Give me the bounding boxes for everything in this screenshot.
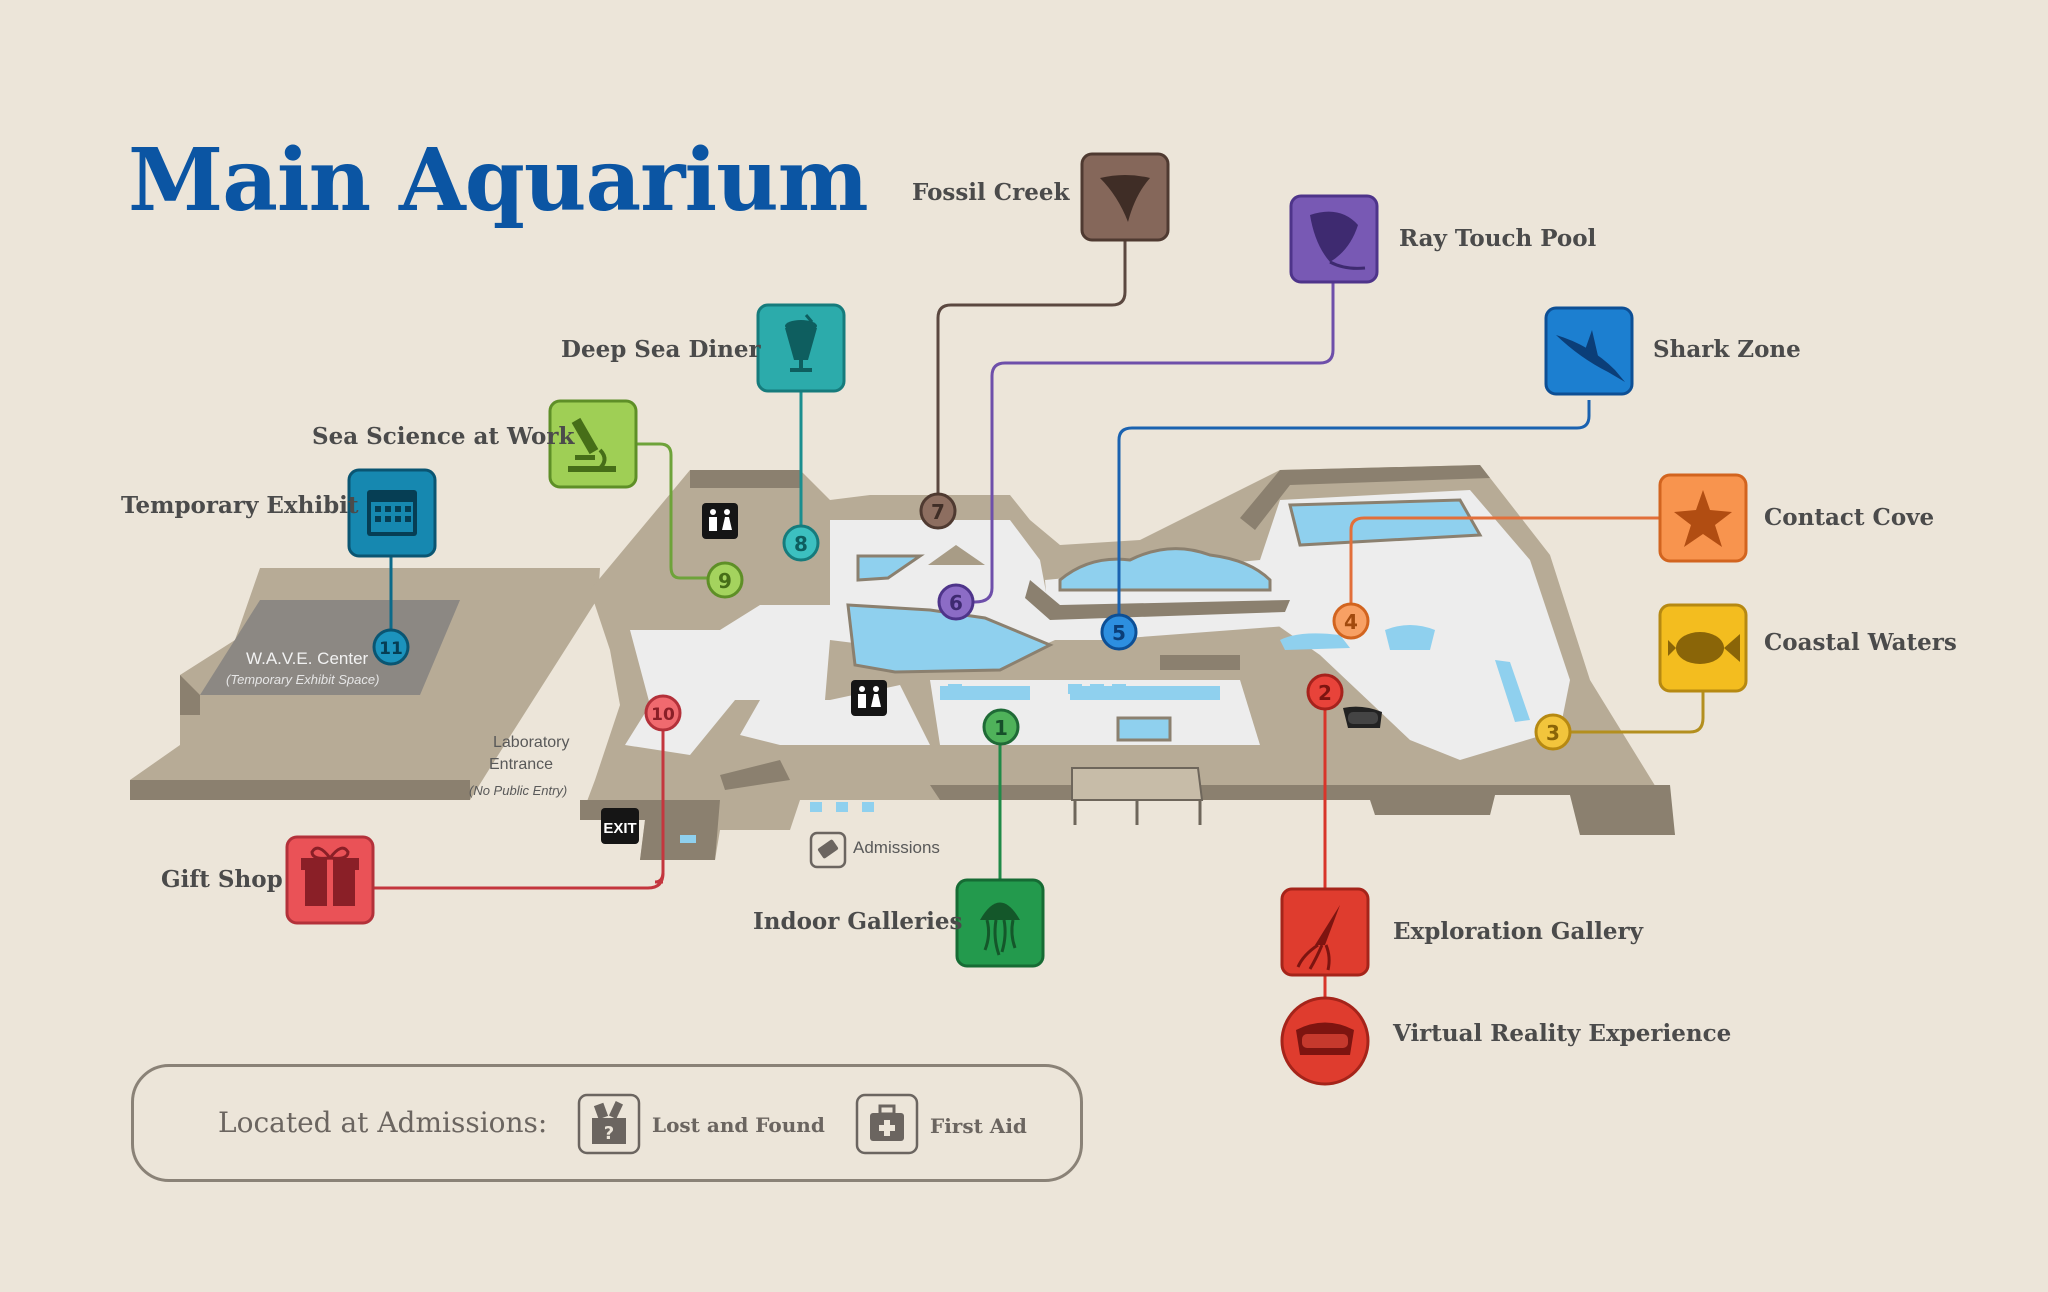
vr-headset-icon[interactable] (1280, 996, 1370, 1086)
exhibit-label-coastal-waters[interactable]: Coastal Waters (1764, 629, 1957, 656)
marker-7[interactable]: 7 (919, 492, 957, 530)
ray-icon[interactable] (1289, 194, 1379, 284)
exhibit-label-sea-science[interactable]: Sea Science at Work (312, 423, 575, 450)
legend-title: Located at Admissions: (218, 1106, 548, 1139)
starfish-icon[interactable] (1658, 473, 1748, 563)
marker-number: 6 (949, 591, 963, 615)
wave-center-sublabel: (Temporary Exhibit Space) (226, 672, 380, 687)
marker-3[interactable]: 3 (1534, 713, 1572, 751)
marker-6[interactable]: 6 (937, 583, 975, 621)
marker-number: 1 (994, 716, 1008, 740)
admissions-label[interactable]: Admissions (853, 838, 940, 857)
exhibit-label-gift-shop[interactable]: Gift Shop (161, 866, 283, 893)
marker-number: 4 (1344, 610, 1358, 634)
gift-icon[interactable] (285, 835, 375, 925)
marker-number: 7 (931, 500, 945, 524)
squid-icon[interactable] (1280, 887, 1370, 977)
marker-number: 8 (794, 532, 808, 556)
marker-5[interactable]: 5 (1100, 613, 1138, 651)
legend-box (131, 1064, 1083, 1182)
marker-number: 2 (1318, 681, 1332, 705)
lost-and-found-label: Lost and Found (652, 1113, 825, 1137)
exhibit-label-contact-cove[interactable]: Contact Cove (1764, 504, 1935, 531)
marker-number: 3 (1546, 721, 1560, 745)
jellyfish-icon[interactable] (955, 878, 1045, 968)
exhibit-label-temporary-exhibit[interactable]: Temporary Exhibit (121, 492, 359, 519)
exhibit-label-indoor-galleries[interactable]: Indoor Galleries (753, 908, 963, 935)
marker-number: 11 (379, 639, 403, 659)
wave-center-label: W.A.V.E. Center (246, 649, 369, 668)
lost-and-found-icon: ? (577, 1093, 641, 1155)
marker-number: 5 (1112, 621, 1126, 645)
exhibit-label-deep-sea-diner[interactable]: Deep Sea Diner (561, 336, 761, 363)
first-aid-label: First Aid (930, 1114, 1027, 1138)
marker-9[interactable]: 9 (706, 561, 744, 599)
milkshake-icon[interactable] (756, 303, 846, 393)
vr-headset-icon (1343, 706, 1382, 728)
connector-lines (373, 240, 1705, 1002)
lab-entrance-label-line1: Laboratory (493, 734, 570, 751)
exit-label: EXIT (603, 820, 636, 837)
exhibit-label-virtual-reality[interactable]: Virtual Reality Experience (1393, 1020, 1732, 1047)
marker-number: 9 (718, 569, 732, 593)
marker-1[interactable]: 1 (982, 708, 1020, 746)
restroom-icon[interactable] (702, 503, 738, 539)
page-title: Main Aquarium (128, 130, 869, 231)
restroom-icon[interactable] (851, 680, 887, 716)
lab-entrance-note: (No Public Entry) (469, 783, 568, 798)
exit-sign-icon[interactable]: EXIT (601, 808, 639, 844)
shark-tooth-icon[interactable] (1080, 152, 1170, 242)
marker-4[interactable]: 4 (1332, 602, 1370, 640)
marker-number: 10 (651, 705, 675, 725)
marker-8[interactable]: 8 (782, 524, 820, 562)
exhibit-label-ray-touch-pool[interactable]: Ray Touch Pool (1399, 225, 1597, 252)
marker-11[interactable]: 11 (372, 628, 410, 666)
exhibit-label-shark-zone[interactable]: Shark Zone (1653, 336, 1801, 363)
marker-2[interactable]: 2 (1306, 673, 1344, 711)
exhibit-label-exploration-gallery[interactable]: Exploration Gallery (1393, 918, 1643, 945)
first-aid-icon (855, 1093, 919, 1155)
marker-10[interactable]: 10 (644, 694, 682, 732)
lab-entrance-label-line2: Entrance (489, 756, 554, 773)
fish-icon[interactable] (1658, 603, 1748, 693)
microscope-icon[interactable] (548, 399, 638, 489)
shark-icon[interactable] (1544, 306, 1634, 396)
svg-text:?: ? (604, 1123, 614, 1144)
calendar-icon[interactable] (347, 468, 437, 558)
exhibit-label-fossil-creek[interactable]: Fossil Creek (912, 179, 1070, 206)
ticket-icon[interactable] (809, 831, 847, 869)
